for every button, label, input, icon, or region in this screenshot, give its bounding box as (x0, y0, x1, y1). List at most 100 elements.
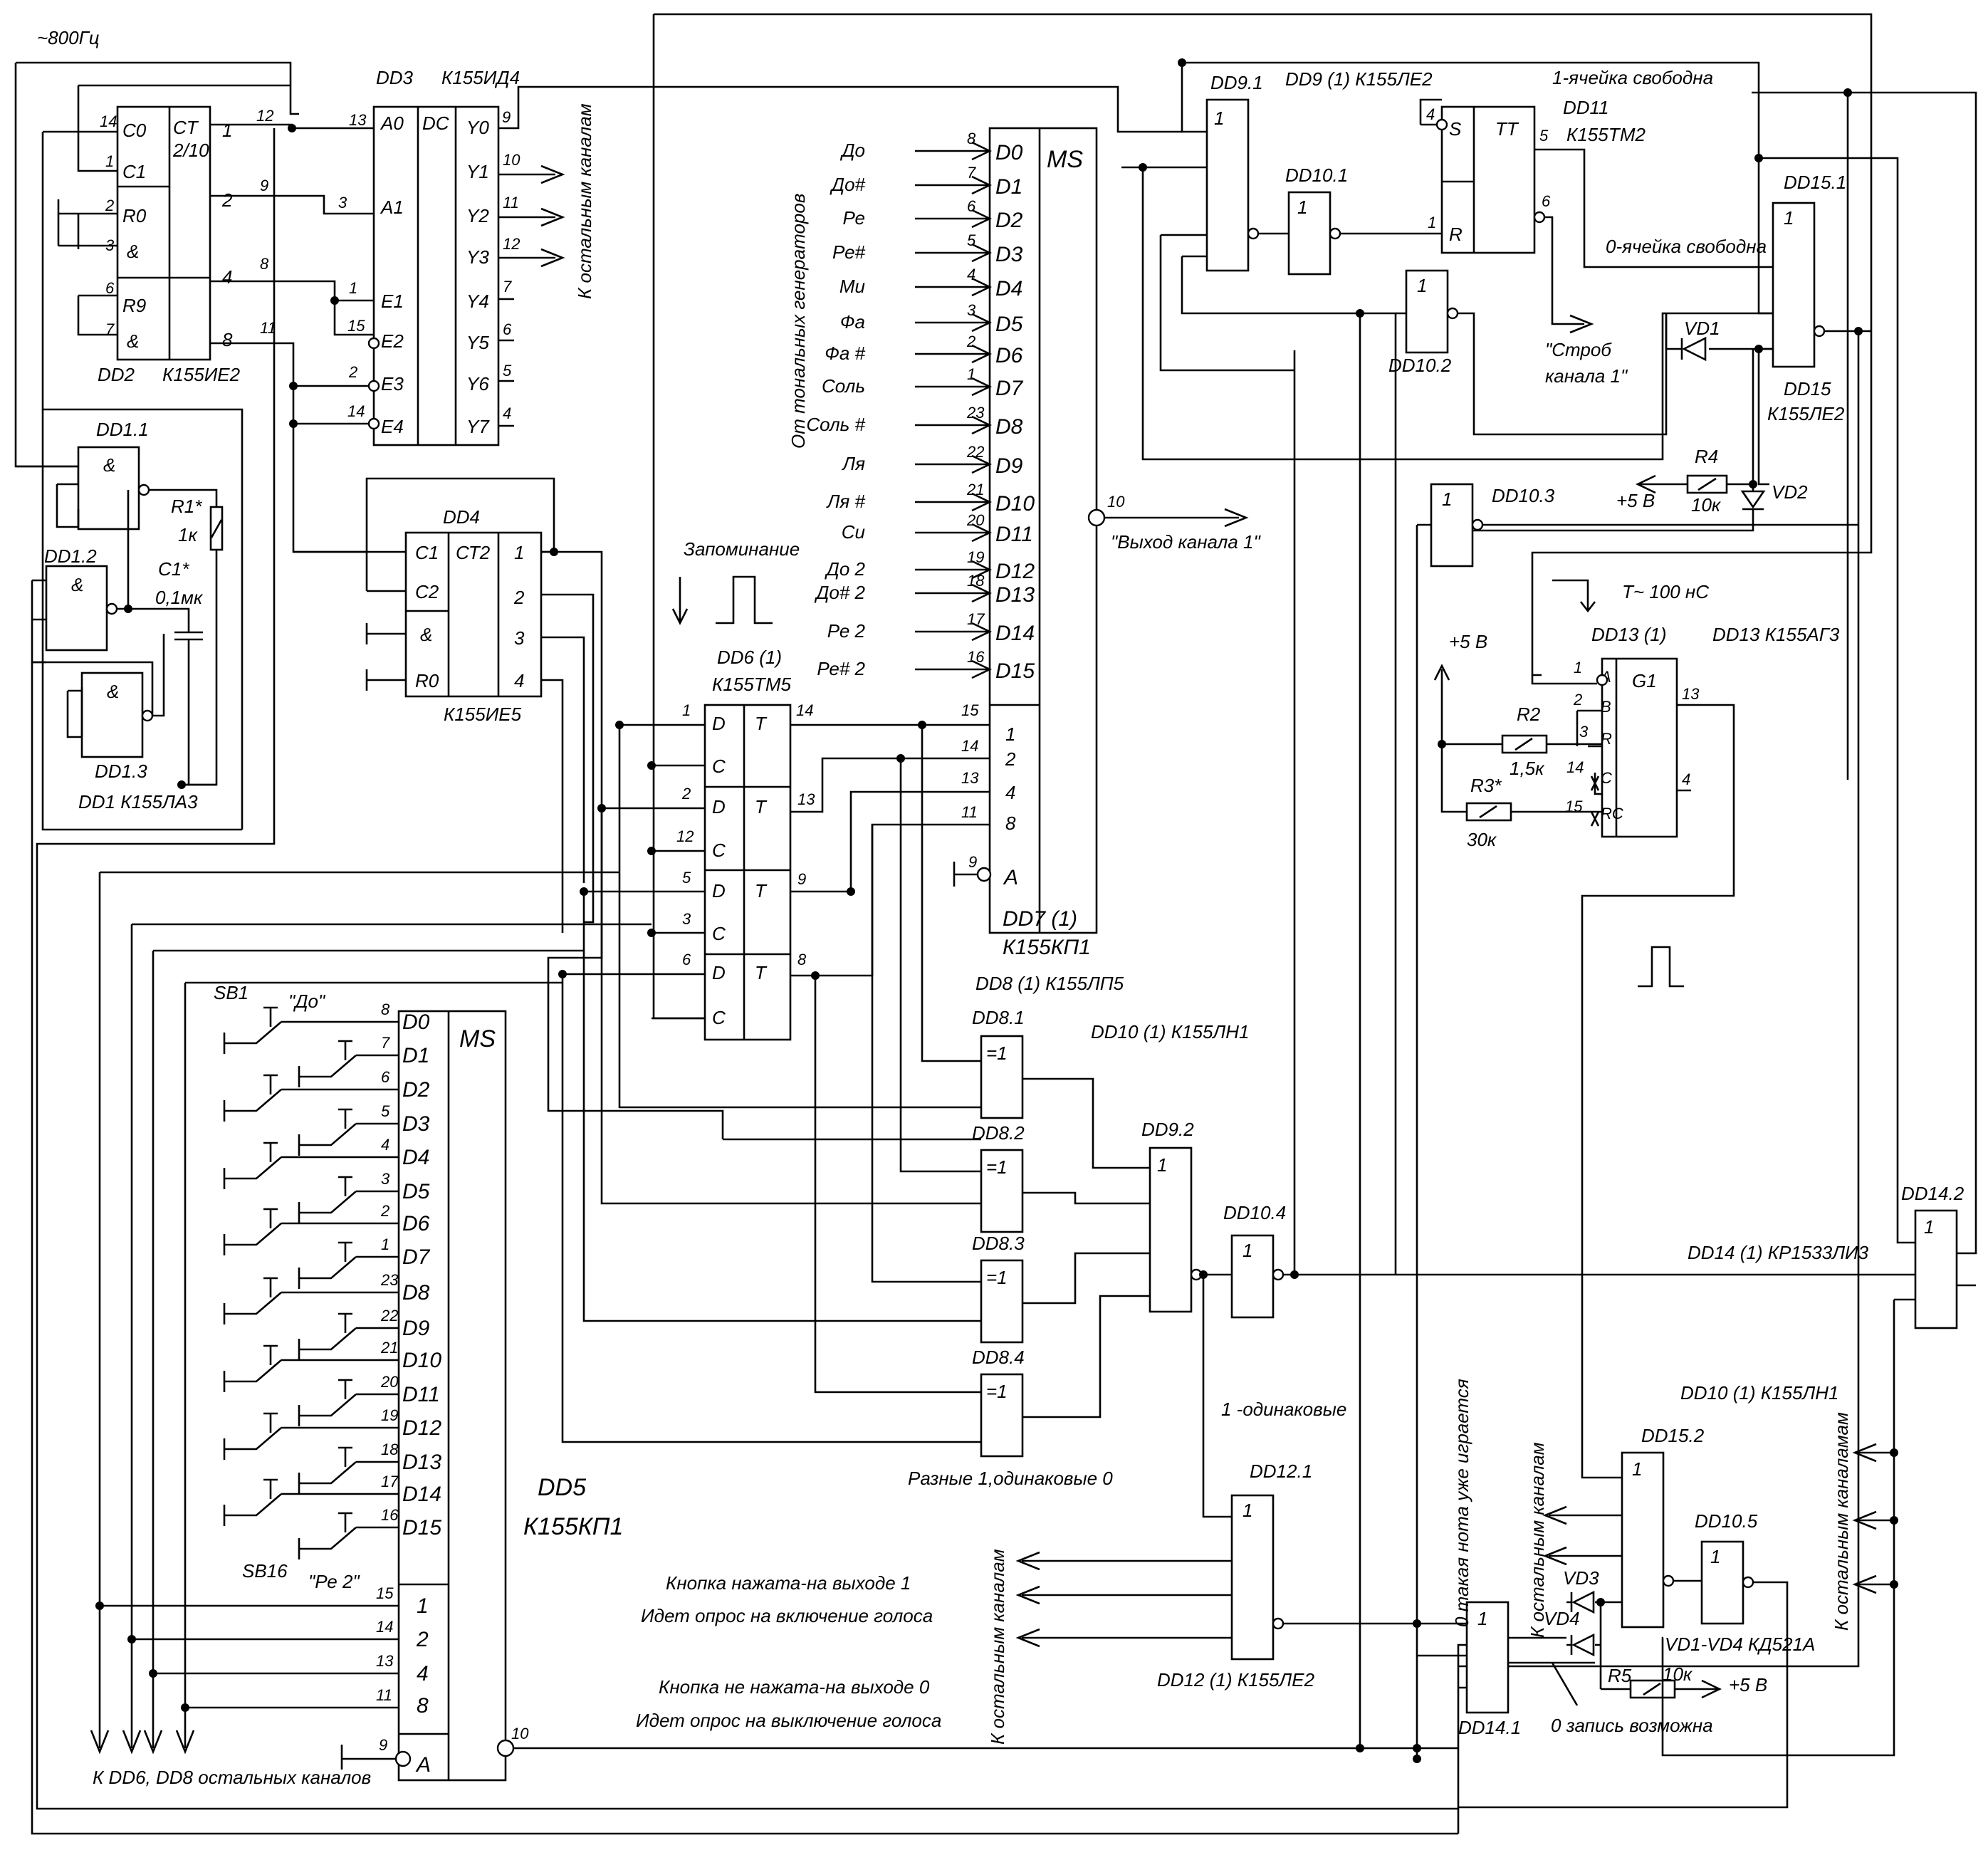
svg-text:&: & (127, 330, 139, 352)
already-label: 0 такая нота уже играется (1451, 1379, 1472, 1627)
key-switch-6[interactable] (223, 1222, 288, 1255)
dd7-pin-12: 19 (967, 548, 984, 566)
strobe1: "Строб (1545, 339, 1612, 360)
svg-text:&: & (103, 454, 115, 476)
dd5-pin-0: 8 (381, 1000, 390, 1018)
svg-text:Y6: Y6 (466, 373, 489, 394)
dd10-4-inv: 1 DD10.4 (1223, 1202, 1286, 1319)
svg-text:1: 1 (1428, 214, 1436, 231)
svg-text:1: 1 (349, 279, 357, 297)
svg-text:E1: E1 (381, 291, 404, 312)
svg-text:=1: =1 (986, 1267, 1008, 1288)
dd5-input-7: D7 (402, 1245, 431, 1269)
key-switch-10[interactable] (223, 1359, 288, 1392)
key-switch-11[interactable] (298, 1393, 363, 1426)
svg-text:13: 13 (797, 790, 815, 808)
key-actuator-4 (263, 1141, 278, 1162)
diff-label: Разные 1,одинаковые 0 (908, 1468, 1113, 1489)
svg-text:4: 4 (417, 1662, 429, 1686)
svg-text:10: 10 (1107, 493, 1125, 511)
svg-text:1: 1 (1784, 207, 1794, 229)
vd4-diode: VD4 (1544, 1608, 1601, 1657)
key-switch-2[interactable] (223, 1088, 288, 1122)
svg-text:C: C (712, 1007, 726, 1028)
note-press2: Идет опрос на включение голоса (641, 1605, 933, 1626)
key-actuator-9 (338, 1312, 352, 1333)
c1-label: C1* (158, 558, 189, 580)
note-arrow-8 (915, 415, 993, 435)
note-arrow-15 (915, 659, 993, 679)
svg-text:9: 9 (502, 108, 511, 126)
svg-text:8: 8 (260, 255, 269, 273)
svg-text:9: 9 (260, 177, 268, 194)
cell1-label: 1-ячейка свободна (1552, 67, 1713, 88)
dd5-pin-12: 19 (381, 1406, 398, 1424)
dd10-1-inv: 1 DD10.1 (1285, 164, 1348, 276)
key-switch-4[interactable] (223, 1156, 288, 1189)
key-switch-7[interactable] (298, 1255, 363, 1289)
key-switch-9[interactable] (298, 1327, 363, 1360)
note-arrow-13 (915, 583, 993, 603)
svg-text:8: 8 (417, 1694, 429, 1718)
note-arrow-0 (915, 141, 993, 161)
svg-text:R0: R0 (122, 205, 147, 226)
key-actuator-7 (338, 1241, 352, 1262)
key-switch-13[interactable] (298, 1460, 363, 1494)
svg-text:15: 15 (347, 317, 365, 335)
key-switch-14[interactable] (223, 1493, 288, 1526)
svg-text:=1: =1 (986, 1156, 1008, 1178)
svg-text:12: 12 (256, 107, 273, 125)
svg-text:4: 4 (1426, 105, 1435, 123)
dd5-keys: 8D07D16D25D34D43D52D61D723D822D921D1020D… (223, 1000, 441, 1559)
key-switch-12[interactable] (223, 1426, 288, 1460)
svg-text:4: 4 (514, 670, 524, 691)
svg-text:9: 9 (379, 1736, 387, 1754)
svg-text:14: 14 (1566, 758, 1584, 776)
dd10-2-inv: 1 DD10.2 (1388, 269, 1459, 376)
svg-text:14: 14 (376, 1618, 393, 1636)
dd9-1-label: DD9.1 (1210, 72, 1263, 93)
key-switch-5[interactable] (298, 1190, 363, 1223)
key-switch-3[interactable] (298, 1122, 363, 1156)
dd11-tt: TT (1495, 118, 1519, 140)
dd11-flipflop: S R TT DD11 К155ТМ2 1-ячейка свободна (1435, 67, 1713, 254)
dd7-input-11: D11 (995, 523, 1033, 546)
dd5-input-2: D2 (402, 1078, 430, 1102)
svg-text:2: 2 (221, 189, 233, 211)
svg-text:S: S (1449, 118, 1462, 140)
to-other-right: К остальным каналамам (1831, 1412, 1852, 1631)
key-switch-8[interactable] (223, 1291, 288, 1324)
key-actuator-3 (338, 1108, 352, 1129)
dd1-2-label: DD1.2 (44, 545, 97, 567)
svg-text:14: 14 (347, 402, 365, 420)
note-arrow-4 (915, 277, 993, 297)
dd7-input-3: D3 (995, 243, 1023, 266)
dd13-oneshot: A B R C RC G1 DD13 (1) DD13 К155АГ3 T~ 1… (1591, 581, 1840, 838)
svg-text:Y7: Y7 (466, 416, 490, 437)
dd7-input-7: D7 (995, 377, 1024, 400)
note-arrow-6 (915, 344, 993, 364)
svg-text:13: 13 (961, 769, 979, 787)
dd4-counter: C1 C2 & R0 СТ2 1 2 3 4 DD4 К155ИЕ5 (404, 506, 543, 725)
dd7-input-8: D8 (995, 415, 1023, 439)
key-switch-0[interactable] (223, 1020, 288, 1054)
dd5-pin-10: 21 (380, 1339, 398, 1357)
r1-label: R1* (171, 496, 202, 517)
key-switch-15[interactable] (298, 1526, 363, 1559)
svg-text:4: 4 (503, 404, 511, 422)
svg-text:E4: E4 (381, 416, 404, 437)
svg-text:1: 1 (682, 701, 691, 719)
note-rel2: Идет опрос на выключение голоса (636, 1710, 941, 1731)
dd5-input-10: D10 (402, 1349, 441, 1372)
r4-supply: +5 В (1616, 490, 1655, 511)
dd14-2-and: 1 DD14.2 DD14 (1) КР1533ЛИ3 (1688, 1183, 1965, 1329)
dd9-type: DD9 (1) К155ЛЕ2 (1285, 68, 1433, 90)
vd1-label: VD1 (1684, 318, 1720, 339)
key-switch-1[interactable] (298, 1054, 363, 1087)
svg-text:1: 1 (514, 542, 524, 563)
svg-text:1: 1 (1924, 1216, 1934, 1238)
svg-text:C: C (712, 756, 726, 777)
svg-text:R9: R9 (122, 295, 146, 316)
to-dd6-label: К DD6, DD8 остальных каналов (93, 1767, 371, 1788)
svg-text:14: 14 (100, 113, 117, 130)
